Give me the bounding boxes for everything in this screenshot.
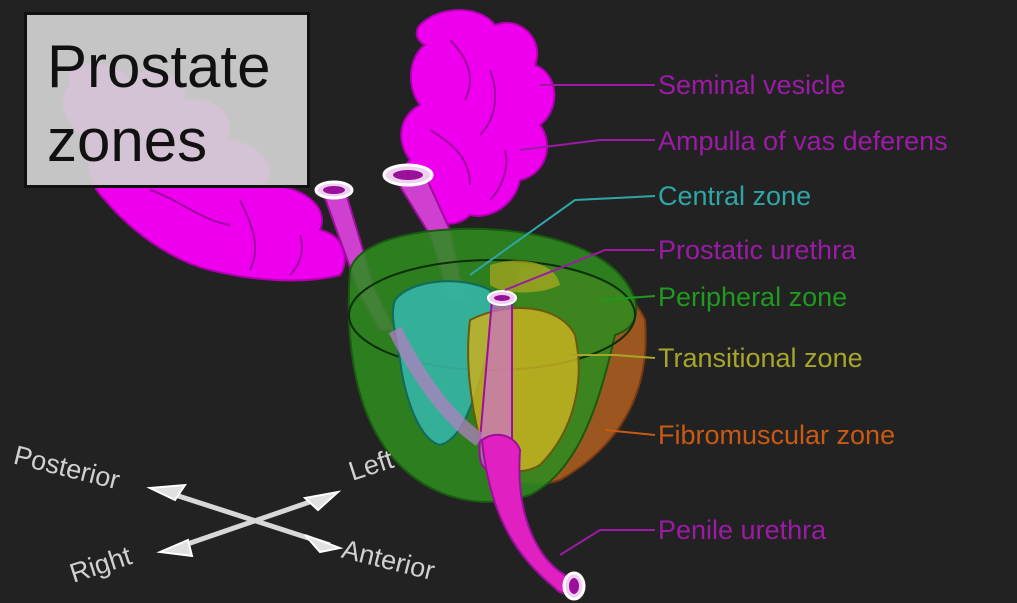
label-prostatic-urethra: Prostatic urethra <box>658 235 856 265</box>
title-box: Prostate zones <box>24 12 310 188</box>
orientation-compass <box>150 485 340 556</box>
label-central-zone: Central zone <box>658 181 811 211</box>
label-peripheral-zone: Peripheral zone <box>658 282 847 312</box>
label-ampulla-of-vas-deferens: Ampulla of vas deferens <box>658 126 948 156</box>
label-seminal-vesicle: Seminal vesicle <box>658 70 846 100</box>
label-transitional-zone: Transitional zone <box>658 343 863 373</box>
label-fibromuscular-zone: Fibromuscular zone <box>658 420 895 450</box>
title-line-1: Prostate <box>47 37 270 97</box>
title-line-2: zones <box>47 111 207 171</box>
label-penile-urethra: Penile urethra <box>658 515 826 545</box>
